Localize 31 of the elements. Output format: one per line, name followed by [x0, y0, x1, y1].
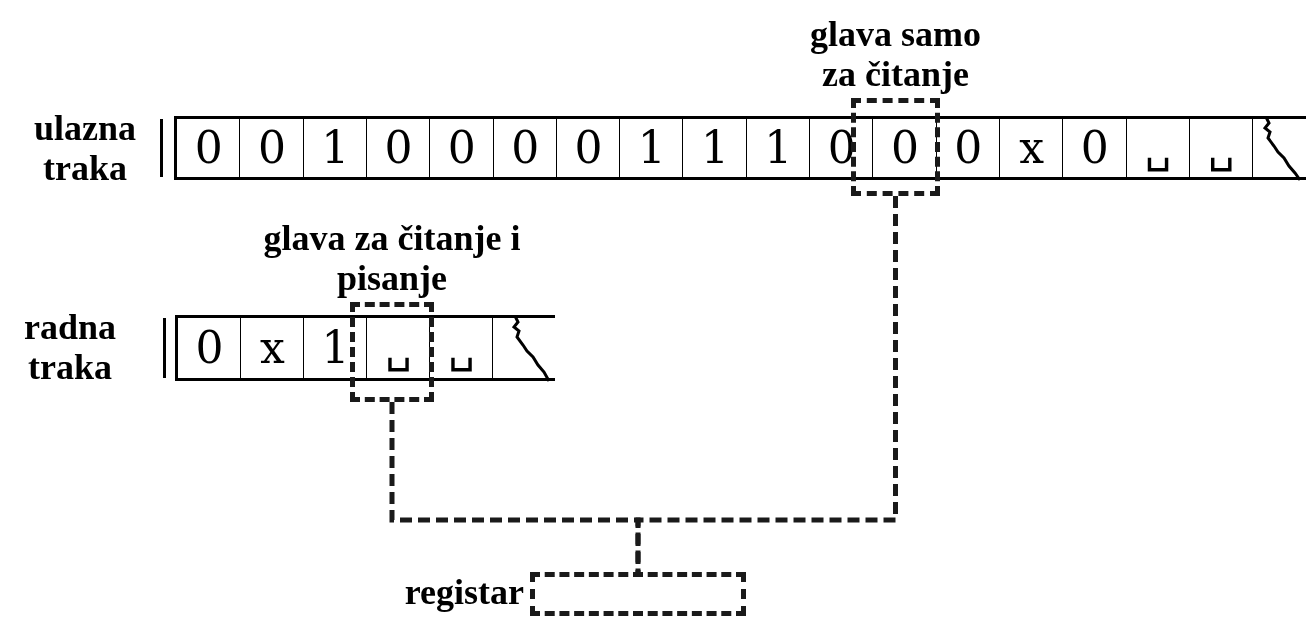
tape-strip — [174, 116, 1306, 180]
tape-cell: 1 — [307, 119, 363, 177]
tape-label: ulazna traka — [33, 108, 137, 188]
tape-cell: 1 — [750, 119, 806, 177]
tape-cell: ␣ — [1130, 119, 1186, 177]
register-label: registar — [403, 572, 524, 612]
connector-line — [389, 402, 641, 572]
tape-cell: x — [245, 318, 300, 378]
head-label: glava samo za čitanje — [809, 14, 982, 94]
tape-cell: ␣ — [1193, 119, 1250, 177]
tape-cell: 0 — [940, 119, 996, 177]
head-label: glava za čitanje i pisanje — [262, 218, 522, 298]
tape-cell: 0 — [1067, 119, 1123, 177]
tape-cell: 1 — [687, 119, 743, 177]
connector-line — [635, 196, 898, 572]
tape-cell: 1 — [308, 318, 363, 378]
register-box — [530, 572, 746, 616]
tape-label: radna traka — [23, 307, 117, 387]
tape-cell: 0 — [560, 119, 617, 177]
tape-cell: 0 — [182, 318, 237, 378]
tape-cell: 0 — [181, 119, 237, 177]
tape-cell: 0 — [370, 119, 427, 177]
tape-cell: ␣ — [434, 318, 489, 378]
tape-cell: ␣ — [371, 318, 426, 378]
tape-strip — [175, 315, 555, 381]
tape-cell: 0 — [434, 119, 490, 177]
tape-cell: 0 — [877, 119, 933, 177]
tape-cell: 0 — [497, 119, 553, 177]
tape-cell: 1 — [624, 119, 680, 177]
tape-cell: x — [1003, 119, 1060, 177]
tape-cell: 0 — [244, 119, 300, 177]
